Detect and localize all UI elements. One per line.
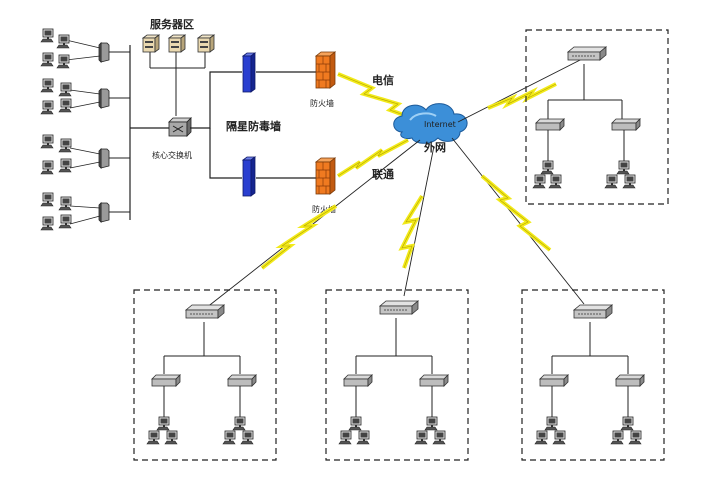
access-switch-icon	[535, 118, 565, 131]
server-icon	[142, 34, 160, 53]
lightning-telecom: 电信	[337, 72, 413, 120]
access-row-3	[40, 134, 130, 175]
access-switch-icon	[615, 374, 645, 387]
firewall-bottom-label: 防火墙	[312, 204, 336, 214]
branch-switch-icon	[573, 304, 613, 319]
lightning-unicom: 联通	[336, 138, 409, 181]
firewall-top-label: 防火墙	[310, 98, 334, 108]
firewall-icon	[315, 51, 336, 89]
isp-unicom-label: 联通	[372, 167, 394, 181]
firewall-top: 防火墙	[310, 51, 336, 108]
core-switch-label: 核心交换机	[152, 150, 192, 160]
firewall-icon	[315, 157, 336, 195]
access-row-2	[40, 78, 130, 115]
gatekeeper-icon	[242, 156, 256, 197]
core-switch: 核心交换机	[152, 117, 192, 160]
access-switch-icon	[419, 374, 449, 387]
branch-switch-icon	[379, 300, 419, 315]
gatekeeper-bottom	[242, 156, 256, 197]
access-switch-icon	[539, 374, 569, 387]
core-switch-icon	[168, 117, 192, 137]
branch-switch-icon	[567, 46, 607, 61]
branch-bottom-left	[133, 289, 277, 461]
isp-telecom-label: 电信	[372, 73, 394, 87]
gatekeeper-top	[242, 52, 256, 93]
internet-label: Internet	[424, 120, 456, 129]
branch-top-right	[525, 29, 669, 205]
hq-workstation-cluster	[40, 28, 170, 231]
access-switch-icon	[151, 374, 181, 387]
access-switch-icon	[343, 374, 373, 387]
firewall-bottom: 防火墙	[312, 157, 336, 214]
gatekeeper-icon	[242, 52, 256, 93]
internet-cloud: Internet 外网	[393, 103, 468, 154]
branch-switch-icon	[185, 304, 225, 319]
access-switch-icon	[227, 374, 257, 387]
access-row-1	[40, 28, 130, 69]
external-net-label: 外网	[423, 140, 446, 154]
server-zone-label: 服务器区	[150, 17, 194, 31]
server-icon	[197, 34, 215, 53]
gatekeeper-label: 隔星防毒墙	[226, 119, 281, 133]
wan-links	[205, 55, 589, 309]
server-icon	[168, 34, 186, 53]
branch-bottom-right	[521, 289, 665, 461]
access-switch-icon	[611, 118, 641, 131]
access-row-4	[40, 192, 130, 231]
branch-bottom-middle	[325, 289, 469, 461]
server-zone: 服务器区	[142, 17, 215, 116]
